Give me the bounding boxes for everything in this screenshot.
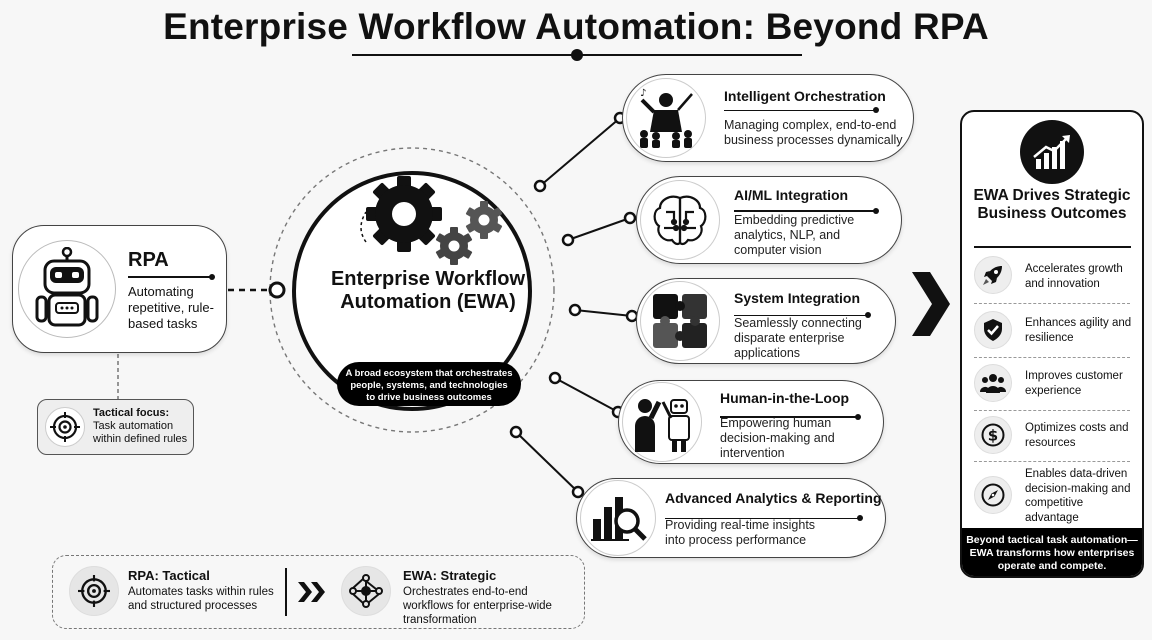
connector-node-5 [509,425,523,439]
legend-divider [285,568,287,616]
capability-title-analytics: Advanced Analytics & Reporting [665,490,882,506]
capability-rule [720,414,861,419]
tactical-focus-title: Tactical focus: [93,407,170,419]
ewa-title: Enterprise Workflow Automation (EWA) [330,268,526,313]
human-robot-highfive-icon [622,382,702,462]
capability-title-aiml: AI/ML Integration [734,187,849,203]
network-nodes-icon [341,566,391,616]
outcome-data-driven: Enables data-driven decision-making and … [1025,468,1131,524]
comparison-legend [52,555,585,629]
connector-node-1 [533,179,547,193]
rocket-icon [974,256,1012,294]
robot-icon [18,240,116,338]
gears-icon [360,176,503,265]
capability-title-human-in-loop: Human-in-the-Loop [720,390,850,406]
rpa-title: RPA [128,249,169,271]
capability-desc-orchestration: Managing complex, end-to-end business pr… [724,118,903,147]
outcomes-title-rule [974,246,1131,248]
target-icon [69,566,119,616]
double-chevron-icon [298,582,325,602]
outcomes-footer: Beyond tactical task automation—EWA tran… [962,528,1142,576]
tactical-focus-text: Tactical focus: Task automation within d… [93,407,193,446]
growth-chart-icon [1020,120,1084,184]
chevron-right-icon [912,272,950,336]
capability-title-orchestration: Intelligent Orchestration [724,88,886,104]
svg-text:♪: ♪ [640,88,646,99]
outcome-divider [974,461,1130,462]
rpa-title-rule [128,274,215,279]
outcome-divider [974,410,1130,411]
puzzle-icon [640,281,720,361]
capability-rule [734,208,879,213]
legend-rpa-desc: Automates tasks within rules and structu… [128,586,274,612]
outcome-divider [974,357,1130,358]
brain-circuit-icon [640,180,720,260]
connector-node-4 [548,371,562,385]
page-title: Enterprise Workflow Automation: Beyond R… [163,6,989,47]
conductor-icon: ♪ [626,78,706,158]
target-icon [45,407,85,447]
outcome-divider [974,303,1130,304]
compass-icon [974,476,1012,514]
connector-node-3 [568,303,582,317]
legend-rpa-title: RPA: Tactical [128,568,210,583]
tactical-focus-desc: Task automation within defined rules [93,420,188,445]
legend-ewa-title: EWA: Strategic [403,568,497,583]
legend-ewa-desc: Orchestrates end-to-end workflows for en… [403,586,552,626]
outcome-agility: Enhances agility and resilience [1025,317,1132,344]
analytics-magnifier-icon [580,480,656,556]
title-divider-dot [571,49,583,61]
capability-desc-human-in-loop: Empowering human decision-making and int… [720,416,835,460]
capability-rule [724,107,879,113]
capability-desc-analytics: Providing real-time insights into proces… [665,518,816,547]
outcome-costs: Optimizes costs and resources [1025,422,1129,449]
capability-title-system-integration: System Integration [734,290,861,306]
outcome-growth: Accelerates growth and innovation [1025,263,1123,290]
ewa-orbit [269,147,555,433]
capability-rule [734,312,871,318]
people-icon [974,364,1012,402]
dollar-icon: $ [974,416,1012,454]
ewa-badge: A broad ecosystem that orchestrates peop… [337,362,521,406]
capability-desc-system-integration: Seamlessly connecting disparate enterpri… [734,316,862,360]
outcome-customer: Improves customer experience [1025,370,1123,397]
capability-rule [665,515,863,521]
rpa-connector-node [268,281,286,299]
shield-check-icon [974,311,1012,349]
rpa-description: Automating repetitive, rule-based tasks [128,284,214,331]
capability-desc-aiml: Embedding predictive analytics, NLP, and… [734,213,855,257]
svg-text:$: $ [988,427,998,445]
connector-node-2 [561,233,575,247]
outcomes-title: EWA Drives Strategic Business Outcomes [973,187,1131,222]
